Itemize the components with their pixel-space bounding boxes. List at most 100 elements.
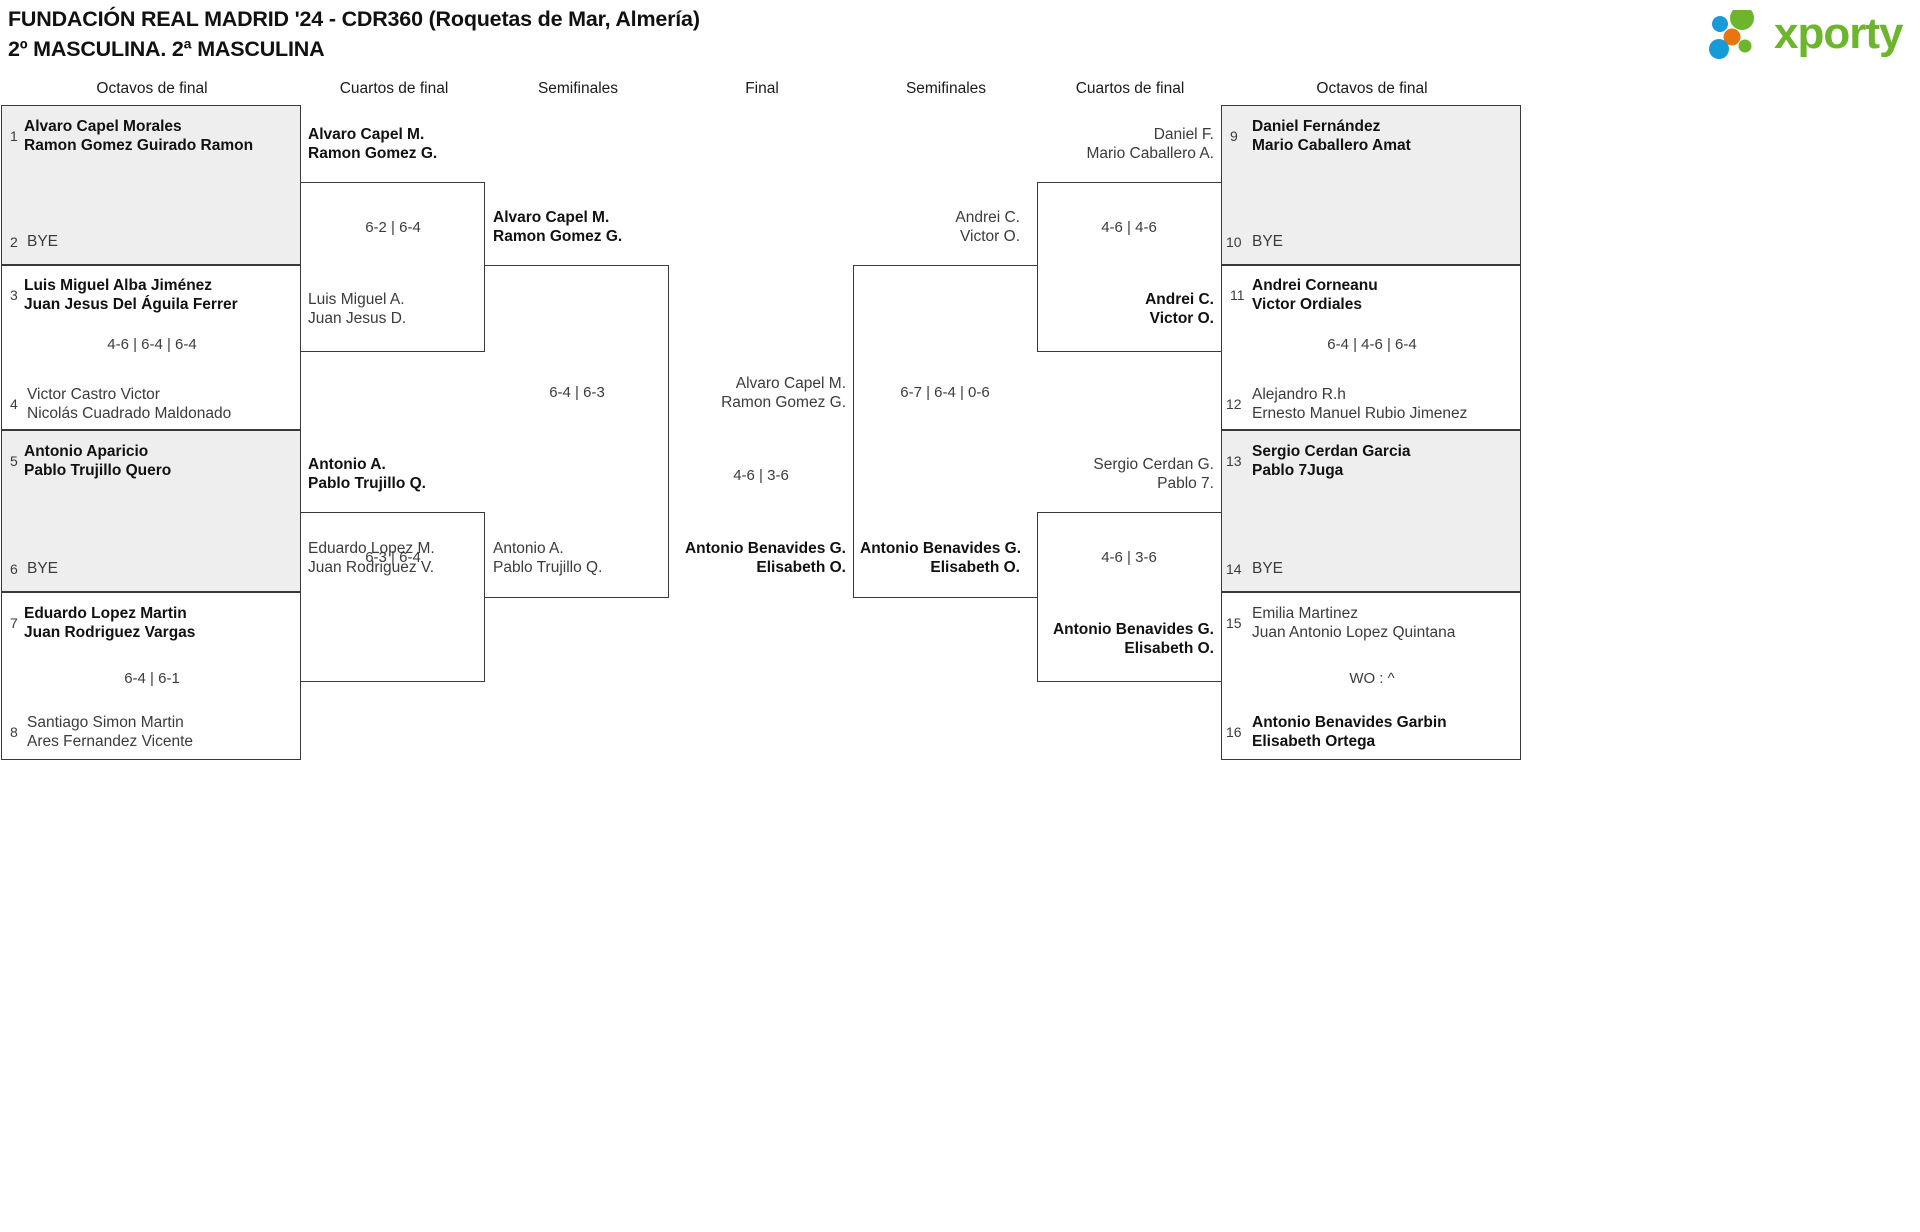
qf-right-3-names: Sergio Cerdan G. Pablo 7. <box>1010 455 1214 493</box>
player-line-2: Nicolás Cuadrado Maldonado <box>27 405 232 422</box>
player-line-1: Alvaro Capel M. <box>735 375 846 392</box>
seed-number: 4 <box>10 396 18 412</box>
sf-left-2-names: Antonio A. Pablo Trujillo Q. <box>493 539 602 577</box>
player-line-2: Elisabeth O. <box>756 559 846 576</box>
player-line-1: Daniel F. <box>1153 126 1214 143</box>
player-line-2: Pablo Trujillo Q. <box>493 559 603 576</box>
player-names: BYE <box>1252 232 1283 251</box>
sf-right-score: 6-7 | 6-4 | 0-6 <box>900 384 990 401</box>
title-line-2: 2º MASCULINA. 2ª MASCULINA <box>8 37 325 61</box>
player-line-1: Luis Miguel A. <box>308 291 405 308</box>
match-score: 6-4 | 4-6 | 6-4 <box>1327 336 1417 353</box>
player-line-1: Eduardo Lopez Martin <box>24 605 187 622</box>
player-line-1: Alvaro Capel M. <box>308 126 425 143</box>
player-line-1: Eduardo Lopez M. <box>308 540 435 557</box>
player-line-1: Alejandro R.h <box>1252 386 1346 403</box>
r16-match-5[interactable]: 9 Daniel Fernández Mario Caballero Amat … <box>1221 105 1521 265</box>
player-line-1: Antonio Benavides G. <box>860 540 1022 557</box>
qf-right-connector-2 <box>1037 512 1221 682</box>
qf-right-1-names: Daniel F. Mario Caballero A. <box>1040 125 1214 163</box>
player-names: Alejandro R.h Ernesto Manuel Rubio Jimen… <box>1252 385 1467 423</box>
player-names: Sergio Cerdan Garcia Pablo 7Juga <box>1252 442 1411 480</box>
player-line-2: Pablo 7Juga <box>1252 462 1344 479</box>
sf-right-connector <box>853 265 1037 598</box>
sf-left-connector <box>485 265 669 598</box>
player-line-2: Victor O. <box>959 228 1020 245</box>
player-names: Daniel Fernández Mario Caballero Amat <box>1252 117 1411 155</box>
qf-left-4-names: Eduardo Lopez M. Juan Rodriguez V. <box>308 539 435 577</box>
r16-match-2[interactable]: 3 Luis Miguel Alba Jiménez Juan Jesus De… <box>1 265 301 430</box>
round-header-left-sf: Semifinales <box>537 80 619 97</box>
player-line-2: Pablo 7. <box>1157 475 1214 492</box>
qf-left-2-names: Luis Miguel A. Juan Jesus D. <box>308 290 406 328</box>
player-line-2: Ramon Gomez G. <box>721 394 846 411</box>
player-names: Alvaro Capel Morales Ramon Gomez Guirado… <box>24 117 253 155</box>
seed-number: 6 <box>10 561 18 577</box>
seed-number: 5 <box>10 453 18 469</box>
player-names: Andrei Corneanu Victor Ordiales <box>1252 276 1378 314</box>
match-score: 6-4 | 6-1 <box>124 670 180 687</box>
player-line-2: Pablo Trujillo Quero <box>24 462 172 479</box>
qf-right-4-names: Antonio Benavides G. Elisabeth O. <box>1010 620 1214 658</box>
r16-match-3[interactable]: 5 Antonio Aparicio Pablo Trujillo Quero … <box>1 430 301 592</box>
player-line-2: Juan Jesus D. <box>308 310 407 327</box>
seed-number: 2 <box>10 234 18 250</box>
sf-left-1-names: Alvaro Capel M. Ramon Gomez G. <box>493 208 622 246</box>
qf-left-score-2: 6-3 | 6-4 <box>365 549 421 566</box>
player-names: Emilia Martinez Juan Antonio Lopez Quint… <box>1252 604 1455 642</box>
qf-left-1-names: Alvaro Capel M. Ramon Gomez G. <box>308 125 437 163</box>
r16-match-1[interactable]: 1 Alvaro Capel Morales Ramon Gomez Guira… <box>1 105 301 265</box>
player-line-1: Antonio Benavides G. <box>1052 621 1214 638</box>
r16-match-8[interactable]: 15 Emilia Martinez Juan Antonio Lopez Qu… <box>1221 592 1521 760</box>
qf-right-2-names: Andrei C. Victor O. <box>1040 290 1214 328</box>
player-line-1: Sergio Cerdan G. <box>1093 456 1214 473</box>
match-score: 4-6 | 6-4 | 6-4 <box>107 336 197 353</box>
player-names: BYE <box>27 232 58 251</box>
player-line-1: Antonio A. <box>493 540 564 557</box>
round-header-right-qf: Cuartos de final <box>1075 80 1185 97</box>
player-line-2: Pablo Trujillo Q. <box>308 475 426 492</box>
seed-number: 10 <box>1226 234 1242 250</box>
qf-right-score-1: 4-6 | 4-6 <box>1101 219 1157 236</box>
seed-number: 16 <box>1226 724 1242 740</box>
sf-left-score: 6-4 | 6-3 <box>549 384 605 401</box>
player-line-1: Antonio Benavides G. <box>684 540 846 557</box>
player-line-1: BYE <box>27 233 59 250</box>
player-names: Antonio Aparicio Pablo Trujillo Quero <box>24 442 171 480</box>
player-line-1: Emilia Martinez <box>1252 605 1358 622</box>
player-line-2: Victor O. <box>1149 310 1214 327</box>
player-line-1: BYE <box>1252 233 1284 250</box>
player-line-1: BYE <box>27 560 59 577</box>
player-line-1: Alvaro Capel Morales <box>24 118 182 135</box>
r16-match-4[interactable]: 7 Eduardo Lopez Martin Juan Rodriguez Va… <box>1 592 301 760</box>
player-line-1: Antonio A. <box>308 456 386 473</box>
r16-match-7[interactable]: 13 Sergio Cerdan Garcia Pablo 7Juga 14 B… <box>1221 430 1521 592</box>
player-line-1: Luis Miguel Alba Jiménez <box>24 277 213 294</box>
seed-number: 11 <box>1230 287 1245 303</box>
player-line-2: Juan Antonio Lopez Quintana <box>1252 624 1456 641</box>
seed-number: 14 <box>1226 561 1242 577</box>
player-line-2: Elisabeth O. <box>930 559 1020 576</box>
sf-right-2-names: Antonio Benavides G. Elisabeth O. <box>860 539 1022 577</box>
player-line-2: Juan Rodriguez Vargas <box>24 624 196 641</box>
r16-match-6[interactable]: 11 Andrei Corneanu Victor Ordiales 6-4 |… <box>1221 265 1521 430</box>
final-score: 4-6 | 3-6 <box>733 467 789 484</box>
player-names: Luis Miguel Alba Jiménez Juan Jesus Del … <box>24 276 238 314</box>
player-line-2: Juan Jesus Del Águila Ferrer <box>24 296 238 313</box>
qf-left-score-1: 6-2 | 6-4 <box>365 219 421 236</box>
logo-dots-icon <box>1709 10 1754 59</box>
qf-right-connector-1 <box>1037 182 1221 352</box>
player-line-2: Ramon Gomez G. <box>308 145 438 162</box>
round-header-final: Final <box>745 80 779 97</box>
seed-number: 1 <box>10 128 18 144</box>
player-line-1: Sergio Cerdan Garcia <box>1252 443 1411 460</box>
player-line-1: Antonio Aparicio <box>24 443 149 460</box>
player-line-1: Andrei Corneanu <box>1252 277 1378 294</box>
seed-number: 13 <box>1226 453 1242 469</box>
match-score: WO : ^ <box>1349 670 1395 687</box>
seed-number: 12 <box>1226 396 1242 412</box>
xporty-logo: xporty <box>1708 6 1908 62</box>
round-header-left-qf: Cuartos de final <box>339 80 449 97</box>
player-line-2: Mario Caballero Amat <box>1252 137 1411 154</box>
